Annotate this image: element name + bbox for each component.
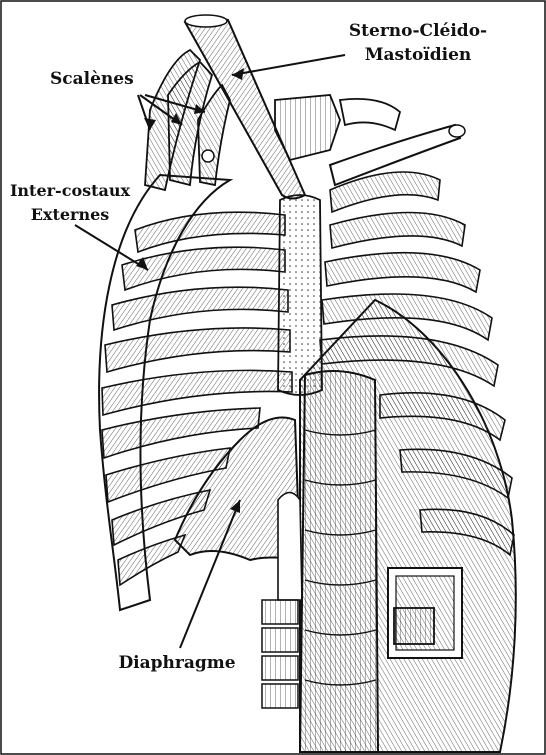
sternum: [278, 195, 322, 395]
label-scm-line1: Sterno-Cléido-: [349, 21, 487, 41]
scalene-nerve-cut: [202, 150, 214, 162]
label-diaphragm: Diaphragme: [118, 653, 235, 673]
label-scalenes: Scalènes: [50, 69, 134, 89]
scm-cut-end: [185, 15, 227, 27]
label-intercostal-line2: Externes: [31, 205, 110, 224]
cutaway-muscle-block: [394, 608, 434, 644]
label-intercostal-line1: Inter-costaux: [10, 181, 131, 200]
label-scm-line2: Mastoïdien: [365, 45, 472, 65]
erector-spinae: [300, 371, 378, 752]
clavicle-end: [449, 125, 465, 137]
diaphragm-crus: [278, 493, 302, 601]
lumbar-vertebrae: [262, 600, 298, 708]
first-rib-head: [340, 99, 400, 130]
